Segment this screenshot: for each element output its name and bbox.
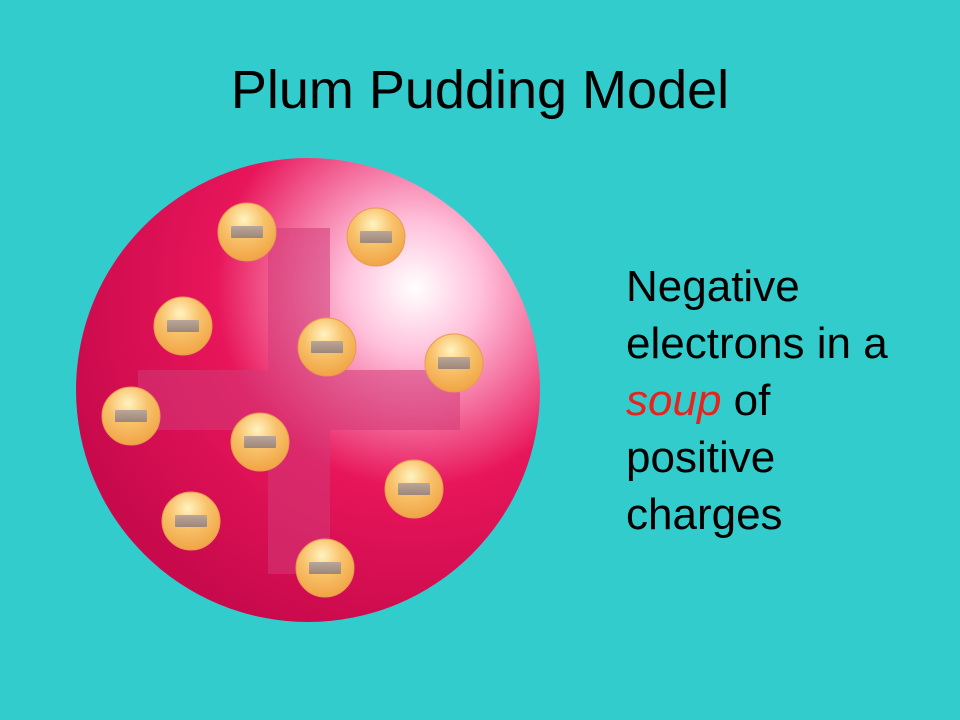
slide-title: Plum Pudding Model bbox=[230, 60, 730, 120]
caption-line-2: electrons in a bbox=[626, 319, 888, 368]
electron bbox=[295, 538, 355, 598]
minus-icon bbox=[398, 483, 430, 495]
caption-text: Negative electrons in a soup of positive… bbox=[626, 258, 956, 543]
electron bbox=[424, 333, 484, 393]
plus-icon bbox=[138, 228, 460, 574]
electron bbox=[297, 317, 357, 377]
electron bbox=[346, 207, 406, 267]
electron bbox=[230, 412, 290, 472]
minus-icon bbox=[244, 436, 276, 448]
electron bbox=[384, 459, 444, 519]
electron bbox=[217, 202, 277, 262]
electron bbox=[153, 296, 213, 356]
caption-line-3: soup of bbox=[626, 372, 956, 429]
minus-icon bbox=[231, 226, 263, 238]
electron bbox=[161, 491, 221, 551]
minus-icon bbox=[360, 231, 392, 243]
minus-icon bbox=[115, 410, 147, 422]
caption-emphasis-soup: soup bbox=[626, 376, 722, 425]
caption-line-5: charges bbox=[626, 490, 783, 539]
electron bbox=[101, 386, 161, 446]
minus-icon bbox=[438, 357, 470, 369]
minus-icon bbox=[311, 341, 343, 353]
electrons bbox=[101, 202, 484, 598]
caption-line-4: positive bbox=[626, 433, 776, 482]
caption-line-1: Negative bbox=[626, 262, 800, 311]
caption-line-3-rest: of bbox=[721, 376, 771, 425]
minus-icon bbox=[175, 515, 207, 527]
minus-icon bbox=[309, 562, 341, 574]
minus-icon bbox=[167, 320, 199, 332]
